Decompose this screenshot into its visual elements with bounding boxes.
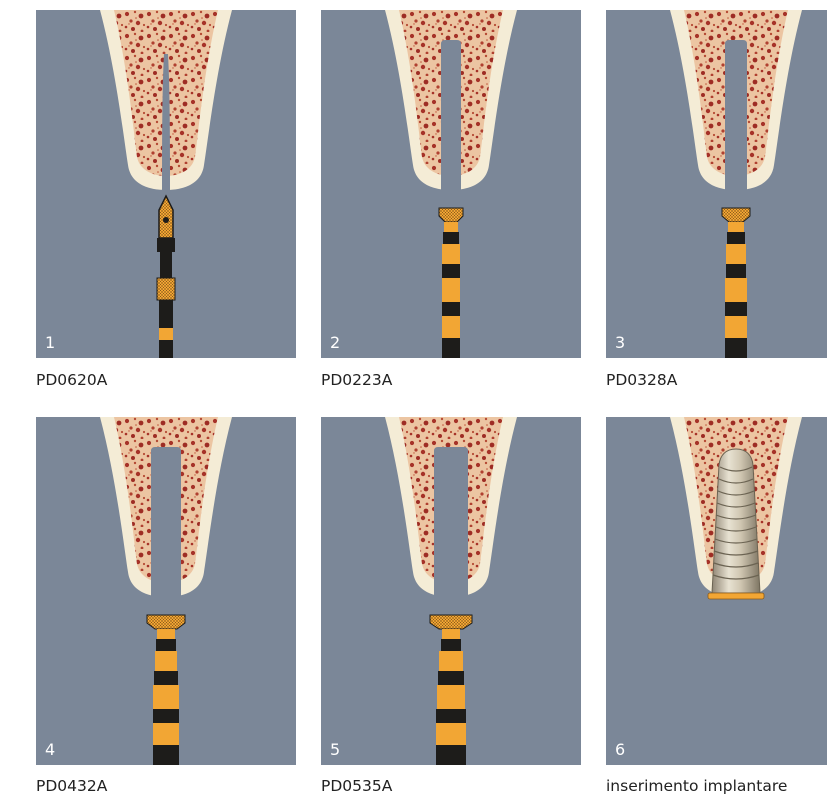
drill-2-2 <box>439 208 463 358</box>
step-number: 5 <box>330 740 340 759</box>
step-number: 2 <box>330 333 340 352</box>
osteotomy-hole <box>441 40 461 192</box>
step-illustration-2 <box>321 10 581 358</box>
drill-3-5 <box>430 615 472 765</box>
osteotomy-hole <box>725 40 747 192</box>
step-number: 3 <box>615 333 625 352</box>
step-panel-1: 1 <box>36 10 296 358</box>
step-caption-5: PD0535A <box>321 777 392 795</box>
osteotomy-hole <box>162 54 170 192</box>
step-caption-1: PD0620A <box>36 371 107 389</box>
osteotomy-hole <box>151 447 181 599</box>
step-panel-4: 4 <box>36 417 296 765</box>
step-panel-5: 5 <box>321 417 581 765</box>
step-illustration-4 <box>36 417 296 765</box>
step-number: 4 <box>45 740 55 759</box>
drill-2-8 <box>722 208 750 358</box>
step-panel-2: 2 <box>321 10 581 358</box>
step-caption-6: inserimento implantare <box>606 777 787 795</box>
step-illustration-5 <box>321 417 581 765</box>
pilot-drill <box>157 196 175 358</box>
step-illustration-3 <box>606 10 827 358</box>
osteotomy-hole <box>434 447 468 599</box>
step-panel-6: 6 <box>606 417 827 765</box>
step-number: 6 <box>615 740 625 759</box>
drill-3-2 <box>147 615 185 765</box>
step-illustration-1 <box>36 10 296 358</box>
step-number: 1 <box>45 333 55 352</box>
step-caption-4: PD0432A <box>36 777 107 795</box>
step-panel-3: 3 <box>606 10 827 358</box>
step-illustration-6 <box>606 417 827 765</box>
step-caption-2: PD0223A <box>321 371 392 389</box>
step-caption-3: PD0328A <box>606 371 677 389</box>
